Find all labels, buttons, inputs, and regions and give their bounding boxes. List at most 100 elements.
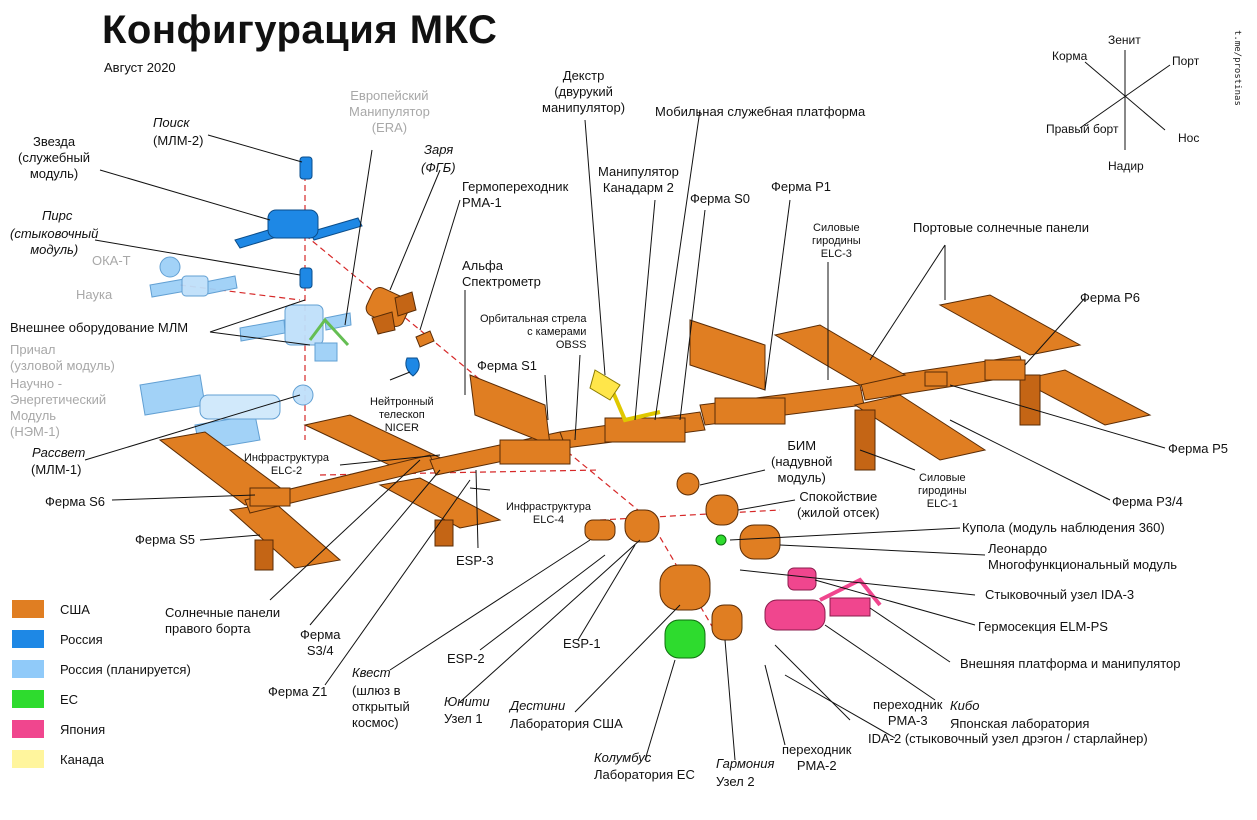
label-s6: Ферма S6 <box>45 494 106 509</box>
zarya-module <box>365 287 417 335</box>
planned-russian-segment <box>139 256 352 451</box>
canadarm2 <box>608 384 661 423</box>
label-p1: Ферма P1 <box>771 179 832 194</box>
label-prichal: Причал (узловой модуль) <box>10 342 115 373</box>
label-pma1: Гермопереходник PMA-1 <box>462 179 569 210</box>
label-s0: Ферма S0 <box>690 191 751 206</box>
russian-segment <box>234 156 420 377</box>
label-mss: Мобильная служебная платформа <box>655 104 866 119</box>
label-pirs-name: Пирс <box>42 208 73 223</box>
kibo-jpm <box>764 599 826 631</box>
destiny-lab <box>659 564 711 611</box>
jem-ef <box>829 597 871 617</box>
legend-swatch <box>12 660 44 678</box>
compass-rose <box>1079 50 1171 150</box>
label-s1: Ферма S1 <box>477 358 538 373</box>
label-oka-t: ОКА-Т <box>92 253 131 268</box>
leonardo-pmm <box>739 524 781 560</box>
label-cmg-elc3: Силовые гиродины ELC-3 <box>812 222 861 260</box>
label-unity-name: Юнити <box>444 694 490 709</box>
label-esp3: ESP-3 <box>456 553 494 568</box>
label-tranquility: Спокойствие (жилой отсек) <box>797 489 880 520</box>
label-pirs-sub: (стыковочный модуль) <box>10 226 99 257</box>
label-ida3: Стыковочный узел IDA-3 <box>985 587 1135 602</box>
columbus-lab <box>664 619 706 659</box>
label-port-solar: Портовые солнечные панели <box>913 220 1090 235</box>
tranquility-node <box>705 494 739 526</box>
legend-label: США <box>60 602 90 617</box>
pirs-module <box>299 267 313 289</box>
label-s34: Ферма S3/4 <box>300 627 341 658</box>
label-rassvet-name: Рассвет <box>32 445 86 460</box>
mlm-radiator <box>314 342 338 362</box>
compass-zenith: Зенит <box>1108 33 1141 47</box>
oka-t-panels <box>149 275 238 298</box>
quest-airlock <box>584 519 616 541</box>
page-title: Конфигурация МКС <box>102 8 498 52</box>
oka-t-module <box>159 256 181 278</box>
starboard-solar-panels <box>158 414 502 571</box>
label-era: Европейский Манипулятор (ERA) <box>349 88 430 135</box>
label-harmony-name: Гармония <box>716 756 775 771</box>
label-nem: Научно - Энергетический Модуль (НЭМ-1) <box>10 376 107 439</box>
label-dextre: Декстр (двурукий манипулятор) <box>542 68 626 115</box>
label-canadarm2: Манипулятор Канадарм 2 <box>598 164 679 195</box>
elm-ps <box>787 567 817 591</box>
label-destiny-sub: Лаборатория США <box>510 716 623 731</box>
label-unity-sub: Узел 1 <box>444 711 483 726</box>
leader-lines <box>84 109 1166 761</box>
label-pma3: переходник PMA-3 <box>873 697 943 728</box>
compass-starboard: Правый борт <box>1046 122 1119 136</box>
legend-label: Россия (планируется) <box>60 662 191 677</box>
label-cupola: Купола (модуль наблюдения 360) <box>962 520 1165 535</box>
dextre <box>589 369 621 401</box>
nicer-zarya-link <box>405 357 420 377</box>
legend-swatch <box>12 690 44 708</box>
label-harmony-sub: Узел 2 <box>716 774 755 789</box>
label-quest-name: Квест <box>352 665 391 680</box>
label-zarya-name: Заря <box>424 142 454 157</box>
label-p34: Ферма P3/4 <box>1112 494 1183 509</box>
page-subtitle: Август 2020 <box>104 60 176 75</box>
s6-box <box>249 487 291 507</box>
s1-radiator <box>469 374 571 465</box>
label-esp1: ESP-1 <box>563 636 601 651</box>
p1-radiator <box>689 319 786 425</box>
label-nicer: Нейтронный телескоп NICER <box>370 396 434 434</box>
unity-node <box>624 509 660 543</box>
label-nauka: Наука <box>76 287 113 302</box>
label-starboard-solar: Солнечные панели правого борта <box>165 605 281 636</box>
cupola <box>715 534 727 546</box>
legend-swatch <box>12 720 44 738</box>
label-kibo-name: Кибо <box>950 698 980 713</box>
harmony-node <box>711 604 743 641</box>
compass-aft: Корма <box>1052 49 1088 63</box>
label-elm-ps: Гермосекция ELM-PS <box>978 619 1108 634</box>
p5-box <box>924 371 948 387</box>
legend-swatch <box>12 630 44 648</box>
legend-label: Япония <box>60 722 106 737</box>
label-poisk-name: Поиск <box>153 115 190 130</box>
pma1-module <box>415 330 435 348</box>
label-rassvet-sub: (МЛМ-1) <box>31 462 82 477</box>
legend-label: Россия <box>60 632 103 647</box>
port-solar-panels <box>773 294 1152 471</box>
pressurized-modules <box>584 472 882 659</box>
bim-module <box>676 472 700 496</box>
compass-port: Порт <box>1172 54 1200 68</box>
label-p5: Ферма P5 <box>1168 441 1229 456</box>
label-zarya-sub: (ФГБ) <box>421 160 456 175</box>
label-ida2: IDA-2 (стыковочный узел дрэгон / старлай… <box>868 731 1148 746</box>
watermark: t.me/prostinas <box>1232 30 1242 106</box>
label-columbus-sub: Лаборатория ЕС <box>594 767 695 782</box>
label-leonardo: Леонардо Многофункциональный модуль <box>988 541 1177 572</box>
label-poisk-sub: (МЛМ-2) <box>153 133 204 148</box>
legend-swatch <box>12 600 44 618</box>
label-destiny-name: Дестини <box>510 698 566 713</box>
legend-swatch <box>12 750 44 768</box>
label-s5: Ферма S5 <box>135 532 196 547</box>
label-elc2: Инфраструктура ELC-2 <box>244 452 330 477</box>
label-elc4: Инфраструктура ELC-4 <box>506 501 592 526</box>
label-columbus-name: Колумбус <box>594 750 652 765</box>
